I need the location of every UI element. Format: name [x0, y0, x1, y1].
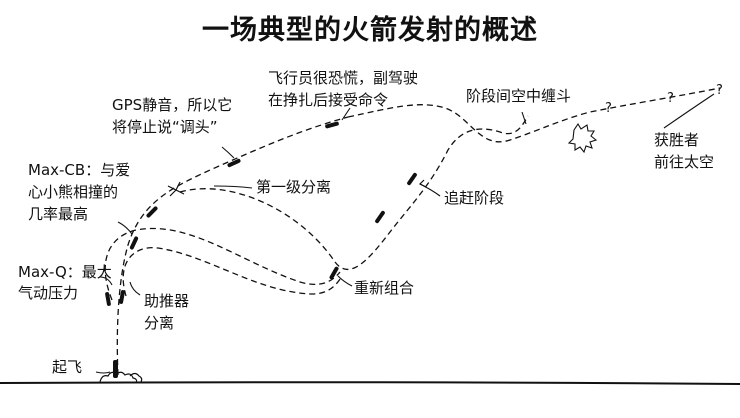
- pointer-lines: [95, 93, 715, 374]
- label-max-cb-line3: 几率最高: [28, 205, 89, 223]
- label-max-cb-line1: Max-CB：与爱: [28, 161, 131, 179]
- question-mark-2: ?: [667, 91, 674, 106]
- main-trajectory: [116, 116, 349, 376]
- first-stage-path: [179, 115, 529, 270]
- label-regroup: 重新组合: [354, 279, 415, 297]
- dogfight-explosion-icon: [567, 122, 598, 154]
- launch-smoke: [99, 371, 143, 384]
- ground-line: [0, 381, 740, 385]
- label-booster-line2: 分离: [144, 314, 175, 332]
- question-mark-3: ?: [716, 83, 723, 98]
- rocket-bodies: [105, 121, 417, 378]
- chase-arrow: [418, 179, 441, 197]
- upper-stage-path: [347, 87, 721, 143]
- diagram-title: 一场典型的火箭发射的概述: [202, 15, 538, 46]
- label-max-q-line2: 气动压力: [18, 284, 79, 302]
- booster-path-right: [122, 247, 343, 297]
- label-chase-phase: 追赶阶段: [444, 189, 505, 207]
- label-pilot-line2: 在挣扎后接受命令: [268, 91, 389, 109]
- label-winner-line1: 获胜者: [654, 131, 700, 149]
- label-liftoff: 起飞: [52, 358, 83, 376]
- question-mark-1: ?: [605, 101, 612, 116]
- label-interstage-dogfight: 阶段间空中缠斗: [466, 87, 572, 105]
- label-gps-line2: 将停止说“调头”: [112, 118, 218, 136]
- label-max-cb-line2: 心小熊相撞的: [28, 183, 119, 201]
- label-pilot-line1: 飞行员很恐慌，副驾驶: [268, 69, 419, 87]
- label-winner-line2: 前往太空: [654, 153, 715, 171]
- label-gps-line1: GPS静音，所以它: [112, 96, 233, 114]
- separation-burst-icon: [167, 181, 185, 197]
- label-booster-line1: 助推器: [144, 292, 190, 310]
- booster-path-left: [104, 227, 341, 301]
- label-max-q-line1: Max-Q：最大: [18, 263, 112, 281]
- label-first-stage-separation: 第一级分离: [256, 178, 332, 196]
